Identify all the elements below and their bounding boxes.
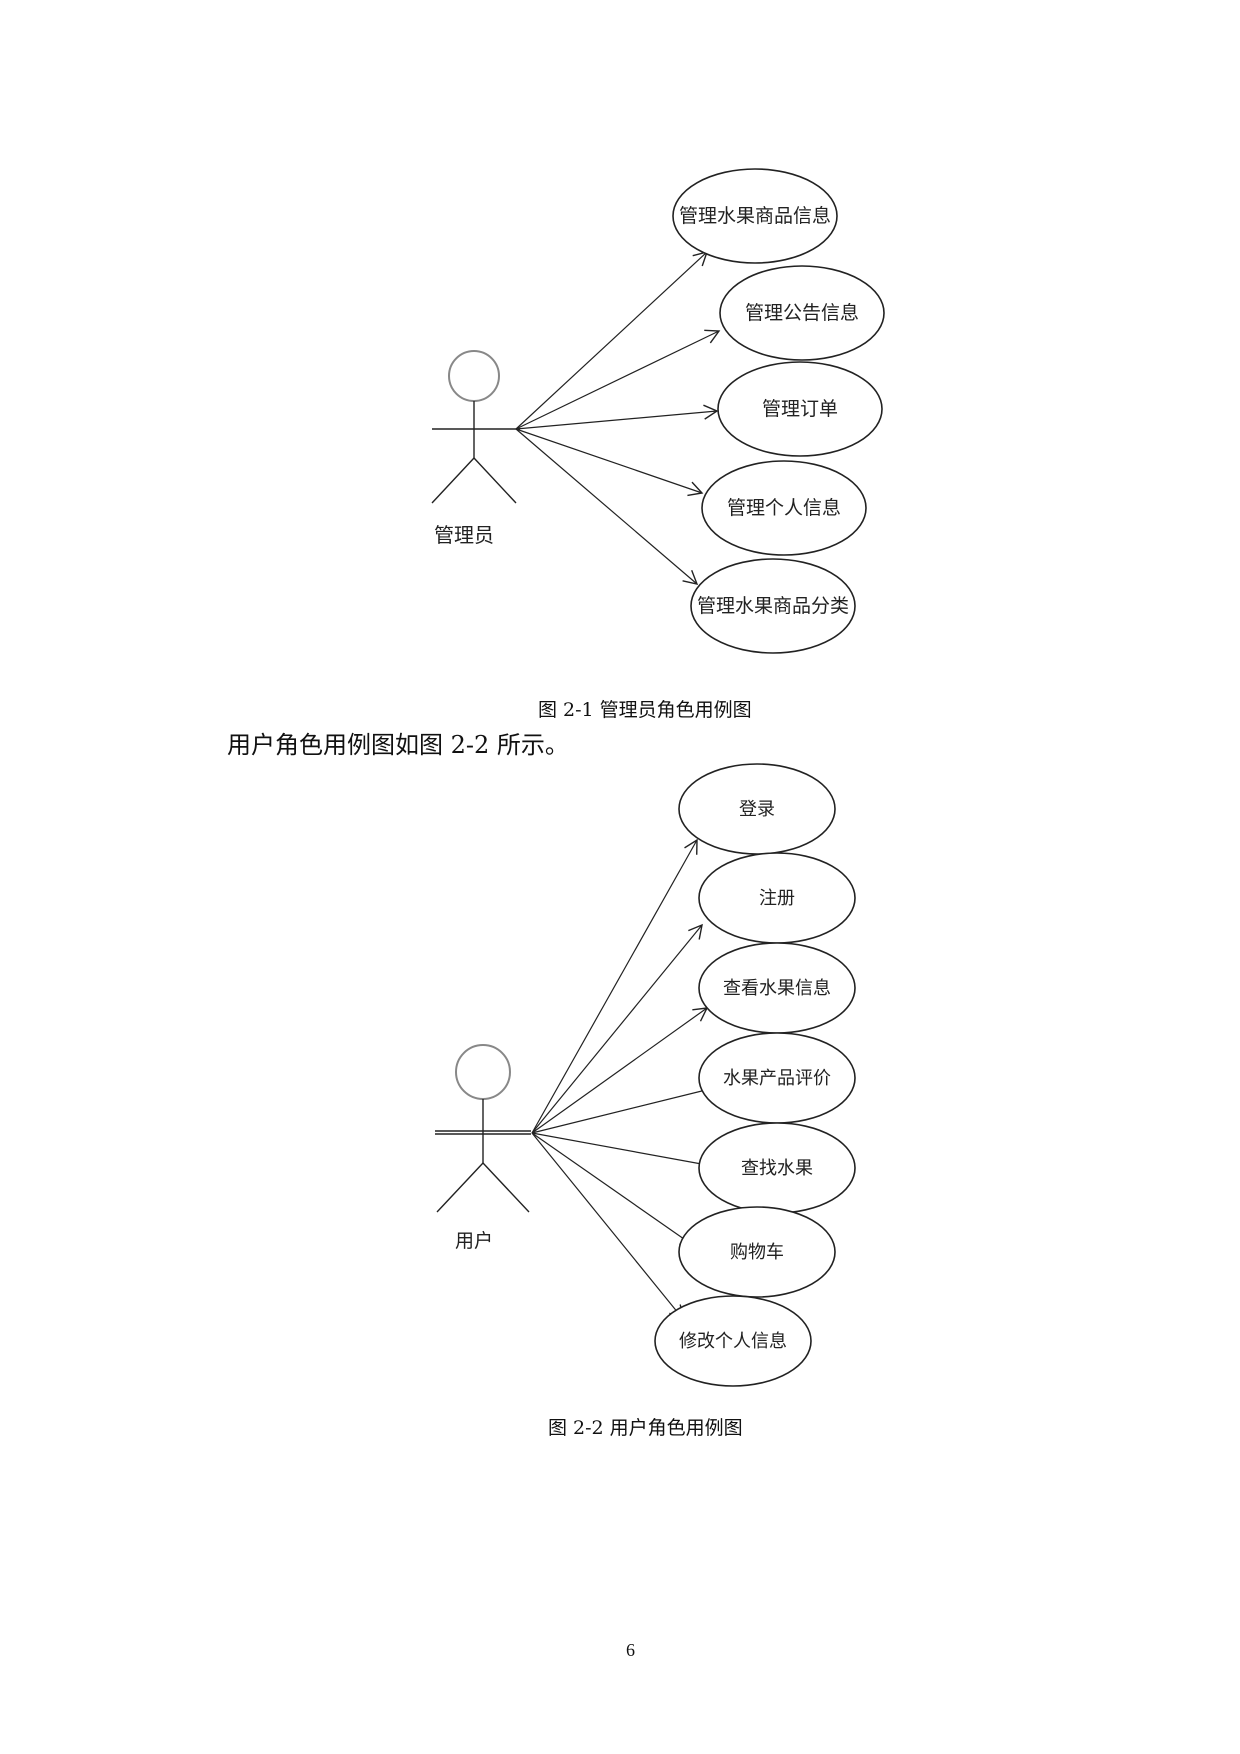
assoc-line bbox=[531, 838, 698, 1134]
use-case-label: 修改个人信息 bbox=[679, 1331, 787, 1352]
assoc-line bbox=[515, 404, 719, 430]
assoc-line bbox=[531, 1081, 724, 1134]
use-case-label: 管理水果商品分类 bbox=[697, 595, 849, 617]
assoc-line bbox=[515, 428, 699, 585]
use-case-label: 查找水果 bbox=[741, 1158, 813, 1179]
use-case-label: 管理订单 bbox=[762, 398, 838, 420]
admin-use-case-diagram: 管理员 管理水果商品信息 管理公告信息 管理订单 管理个人信息 管理水果商品分类 bbox=[431, 168, 885, 654]
page-number: 6 bbox=[626, 1640, 635, 1660]
use-case-ellipse bbox=[654, 1295, 812, 1387]
assoc-line bbox=[531, 1132, 684, 1321]
body-paragraph: 用户角色用例图如图 2-2 所示。 bbox=[227, 731, 569, 759]
user-actor-figure bbox=[435, 1044, 531, 1213]
use-case-ellipse bbox=[678, 1206, 836, 1298]
use-case-label: 购物车 bbox=[730, 1242, 784, 1263]
user-use-case-diagram: 用户 登录 注册 查看水果信息 水果产品评价 查找水果 购 bbox=[435, 763, 856, 1387]
assoc-line bbox=[531, 1132, 720, 1173]
user-associations bbox=[531, 838, 724, 1321]
assoc-line bbox=[515, 428, 704, 497]
admin-associations bbox=[515, 250, 721, 585]
figure1-caption: 图 2-1 管理员角色用例图 bbox=[538, 699, 752, 721]
assoc-line bbox=[531, 1132, 696, 1247]
admin-actor-figure bbox=[431, 350, 520, 504]
admin-actor-label: 管理员 bbox=[434, 523, 494, 547]
use-case-ellipse bbox=[701, 460, 867, 556]
use-case-label: 管理个人信息 bbox=[727, 497, 841, 519]
use-case-label: 查看水果信息 bbox=[723, 978, 831, 999]
use-case-ellipse bbox=[690, 558, 856, 654]
use-case-label: 注册 bbox=[759, 888, 795, 909]
use-case-ellipse bbox=[719, 265, 885, 361]
use-case-label: 管理水果商品信息 bbox=[679, 205, 831, 227]
assoc-line bbox=[531, 923, 703, 1134]
assoc-line bbox=[515, 329, 721, 430]
use-case-label: 水果产品评价 bbox=[723, 1068, 831, 1089]
use-case-label: 管理公告信息 bbox=[745, 302, 859, 324]
assoc-line bbox=[531, 1007, 709, 1134]
user-actor-label: 用户 bbox=[455, 1230, 493, 1252]
actor-head bbox=[455, 1044, 511, 1100]
use-case-label: 登录 bbox=[739, 799, 775, 820]
figure2-caption: 图 2-2 用户角色用例图 bbox=[548, 1417, 743, 1439]
assoc-line bbox=[515, 250, 709, 430]
use-case-ellipse bbox=[672, 168, 838, 264]
use-case-ellipse bbox=[717, 361, 883, 457]
